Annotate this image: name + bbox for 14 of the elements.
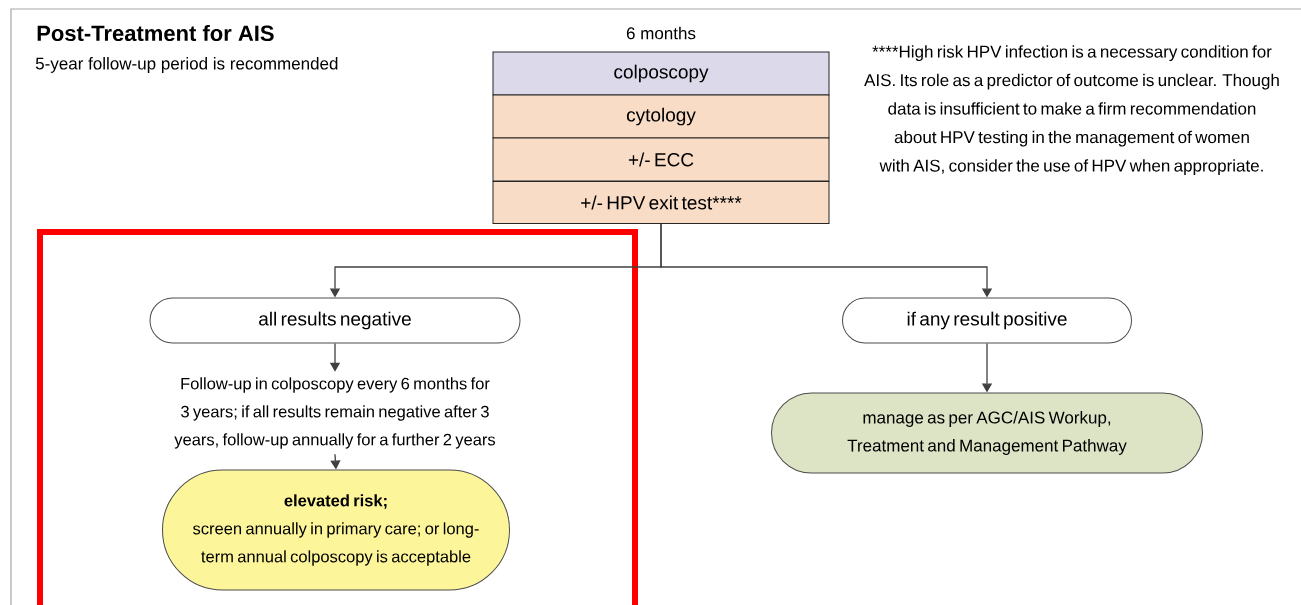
step-box: +/- ECC — [492, 137, 830, 182]
step-box: +/- HPV exit test**** — [492, 181, 830, 224]
interval-label: 6 months — [626, 26, 696, 40]
highlight-frame — [37, 229, 638, 605]
rounded-box: elevated risk; screen annually in primary care; or long-term annual colposcopy is acceptable — [162, 469, 510, 591]
title: Post-Treatment for AIS — [37, 24, 274, 42]
step-box: cytology — [492, 94, 830, 139]
rounded-box: if any result positive — [842, 297, 1132, 344]
step-text: Follow-up in colposcopy every 6 months for 3 years; if all results remain negative after 3 years, follow-up annually for a further 2 years — [174, 377, 496, 449]
rounded-box: manage as per AGC/AIS Workup, Treatment and Management Pathway — [771, 392, 1203, 474]
step-box: colposcopy — [492, 51, 830, 96]
footnote: ****High risk HPV infection is a necessary condition for AIS. Its role as a predictor of outcome is unclear. Though data is insufficient to make a firm recommendation about HPV testing in the management of women with AIS, consider the use of HPV when appropriate. — [864, 45, 1279, 176]
rounded-box: all results negative — [149, 297, 521, 344]
subtitle: 5-year follow-up period is recommended — [35, 57, 338, 73]
